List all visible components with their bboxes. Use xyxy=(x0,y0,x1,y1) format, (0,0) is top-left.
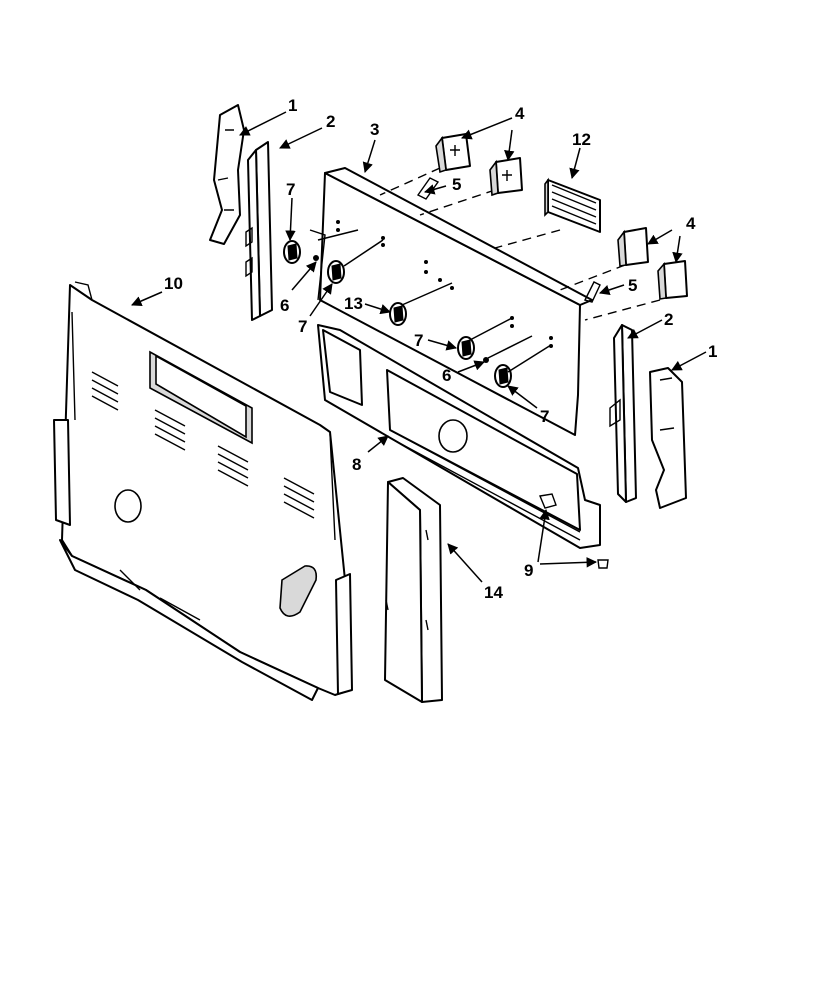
clip-right xyxy=(583,281,601,303)
screws xyxy=(539,493,609,569)
assembly-lines xyxy=(379,167,661,321)
oval-opening xyxy=(279,565,318,617)
switch-top-right xyxy=(489,157,523,197)
switch-top-left xyxy=(435,133,471,174)
callout-knob-mid-right: 7 xyxy=(414,331,423,350)
callout-side-trim-left: 1 xyxy=(288,96,297,115)
access-hole xyxy=(114,489,142,523)
switch-right-lower xyxy=(657,260,688,300)
spring-left xyxy=(313,255,319,261)
callout-spring-right: 6 xyxy=(442,366,451,385)
leader-lines xyxy=(131,111,707,583)
callout-rear-panel: 10 xyxy=(164,274,183,293)
switch-right-upper xyxy=(617,227,649,267)
knob-center xyxy=(389,302,407,326)
side-trim-left xyxy=(209,104,245,245)
knob-top-left xyxy=(283,240,301,264)
callout-clip-right: 5 xyxy=(628,276,637,295)
bracket-right xyxy=(609,324,637,503)
callout-spring-left: 6 xyxy=(280,296,289,315)
callout-timer: 12 xyxy=(572,130,591,149)
callout-knob-center: 13 xyxy=(344,294,363,313)
clip-top xyxy=(416,177,440,200)
callout-clip-top: 5 xyxy=(452,175,461,194)
control-panel xyxy=(309,167,593,436)
callout-switch-top: 4 xyxy=(515,104,525,123)
callout-control-panel: 3 xyxy=(370,120,379,139)
callout-switch-right: 4 xyxy=(686,214,696,233)
callout-shield: 14 xyxy=(484,583,503,602)
callout-knob-bottom-right: 7 xyxy=(540,407,549,426)
callout-knob-mid-left: 7 xyxy=(298,317,307,336)
rear-cover-panel xyxy=(53,281,353,701)
bracket-left xyxy=(245,141,273,321)
vent-slots xyxy=(91,371,315,519)
callout-screws: 9 xyxy=(524,561,533,580)
knob-mid-right xyxy=(457,336,475,360)
callout-side-trim-right: 1 xyxy=(708,342,717,361)
callout-manifold-panel: 8 xyxy=(352,455,361,474)
callout-labels: 1 2 3 4 12 5 7 6 7 10 13 4 5 2 1 7 6 7 8… xyxy=(164,96,717,602)
manifold-panel xyxy=(317,324,601,549)
callout-bracket-left: 2 xyxy=(326,112,335,131)
timer-module xyxy=(544,177,601,233)
shield-channel xyxy=(384,477,443,703)
knob-bottom-right xyxy=(494,364,512,388)
callout-knob-top-left: 7 xyxy=(286,180,295,199)
callout-bracket-right: 2 xyxy=(664,310,673,329)
side-trim-right xyxy=(649,367,687,509)
knob-mid-left xyxy=(327,260,345,284)
